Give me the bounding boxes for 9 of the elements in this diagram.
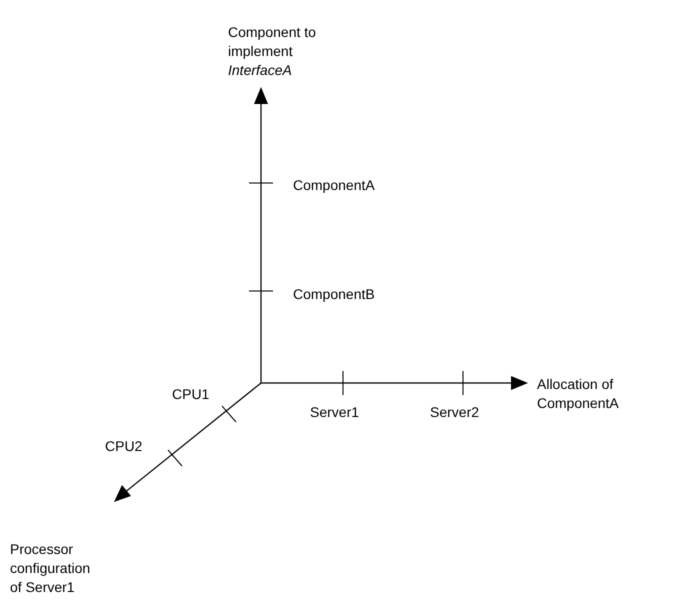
- tick-label: ComponentA: [293, 176, 375, 195]
- axis-label: Allocation of ComponentA: [537, 375, 620, 413]
- tick-label: CPU1: [172, 385, 210, 404]
- axis-label: Component to implement InterfaceA: [228, 23, 317, 80]
- tick-label: CPU2: [105, 437, 142, 456]
- tick-label: Server2: [430, 403, 480, 422]
- tick-label: Server1: [310, 403, 360, 422]
- tick-label: ComponentB: [293, 285, 375, 304]
- axis-label: Processor configuration of Server1: [10, 540, 92, 597]
